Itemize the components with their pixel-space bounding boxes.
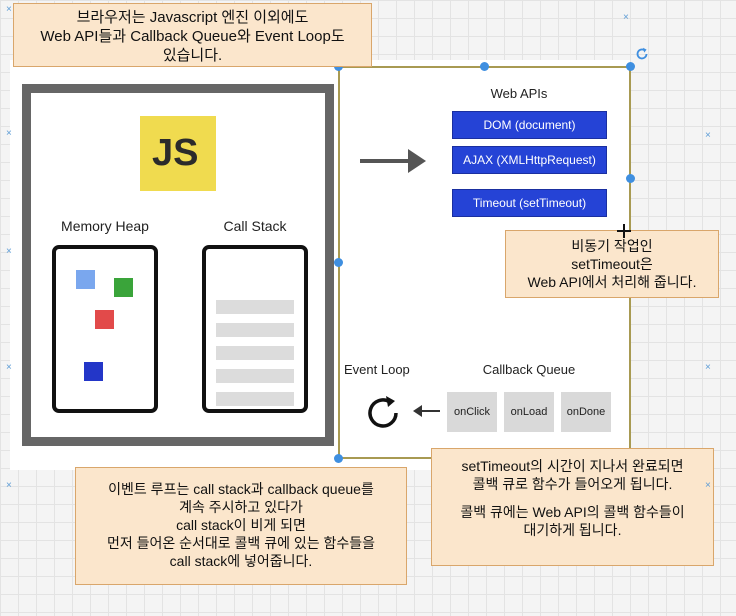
js-logo-text: JS (152, 132, 199, 174)
stack-frame (216, 392, 294, 406)
web-api-ajax: AJAX (XMLHttpRequest) (452, 146, 607, 174)
guide-mark-icon: × (705, 130, 711, 141)
callback-queue-title: Callback Queue (482, 362, 576, 377)
async-note: 비동기 작업인 setTimeout은 Web API에서 처리해 줍니다. (505, 230, 719, 298)
note-line: 비동기 작업인 (571, 238, 653, 254)
web-api-dom: DOM (document) (452, 111, 607, 139)
stack-frame (216, 300, 294, 314)
event-loop-note: 이벤트 루프는 call stack과 callback queue를 계속 주… (75, 467, 407, 585)
guide-mark-icon: × (6, 246, 12, 257)
crosshair-cursor-icon (617, 224, 631, 238)
note-line: 계속 주시하고 있다가 (179, 499, 303, 515)
note-line: 대기하게 됩니다. (523, 522, 622, 538)
web-api-timeout: Timeout (setTimeout) (452, 189, 607, 217)
selection-handle[interactable] (480, 62, 489, 71)
js-logo: JS (140, 116, 216, 191)
guide-mark-icon: × (705, 480, 711, 491)
stack-frame (216, 323, 294, 337)
note-line: 브라우저는 Javascript 엔진 이외에도 (76, 9, 309, 26)
heap-object-navy (84, 362, 103, 381)
guide-mark-icon: × (6, 362, 12, 373)
note-line: 있습니다. (162, 47, 223, 64)
callback-queue-onclick: onClick (447, 392, 497, 432)
event-loop-label: Event Loop (344, 362, 410, 377)
callback-queue-onload: onLoad (504, 392, 554, 432)
guide-mark-icon: × (6, 4, 12, 15)
note-line: call stack에 넣어줍니다. (169, 553, 313, 569)
note-line: 이벤트 루프는 call stack과 callback queue를 (108, 481, 374, 497)
callback-queue-ondone: onDone (561, 392, 611, 432)
note-line: call stack이 비게 되면 (176, 517, 306, 533)
guide-mark-icon: × (6, 128, 12, 139)
selection-handle[interactable] (334, 258, 343, 267)
memory-heap-label: Memory Heap (61, 218, 149, 234)
selection-handle[interactable] (334, 454, 343, 463)
guide-mark-icon: × (6, 480, 12, 491)
note-line: 콜백 큐에는 Web API의 콜백 함수들이 (460, 504, 685, 520)
arrow-right-icon (360, 149, 426, 173)
timeout-note: setTimeout의 시간이 지나서 완료되면 콜백 큐로 함수가 들어오게 … (431, 448, 714, 566)
call-stack-label: Call Stack (223, 218, 287, 234)
heap-object-red (95, 310, 114, 329)
stack-frame (216, 369, 294, 383)
memory-heap-box (52, 245, 158, 413)
guide-mark-icon: × (623, 12, 629, 23)
guide-mark-icon: × (705, 362, 711, 373)
arrow-left-icon (413, 405, 440, 417)
rotate-icon[interactable] (634, 46, 650, 62)
note-line-spacer (432, 493, 713, 503)
note-line: setTimeout의 시간이 지나서 완료되면 (461, 458, 684, 474)
note-line: setTimeout은 (571, 256, 653, 272)
web-apis-title: Web APIs (490, 86, 548, 101)
note-line: Web API에서 처리해 줍니다. (527, 274, 697, 290)
event-loop-icon (368, 396, 398, 428)
selection-handle[interactable] (626, 174, 635, 183)
stack-frame (216, 346, 294, 360)
top-note: 브라우저는 Javascript 엔진 이외에도 Web API들과 Callb… (13, 3, 372, 67)
note-line: Web API들과 Callback Queue와 Event Loop도 (40, 28, 345, 45)
note-line: 먼저 들어온 순서대로 콜백 큐에 있는 함수들을 (106, 535, 376, 551)
note-line: 콜백 큐로 함수가 들어오게 됩니다. (472, 476, 673, 492)
heap-object-blue (76, 270, 95, 289)
heap-object-green (114, 278, 133, 297)
selection-handle[interactable] (626, 62, 635, 71)
